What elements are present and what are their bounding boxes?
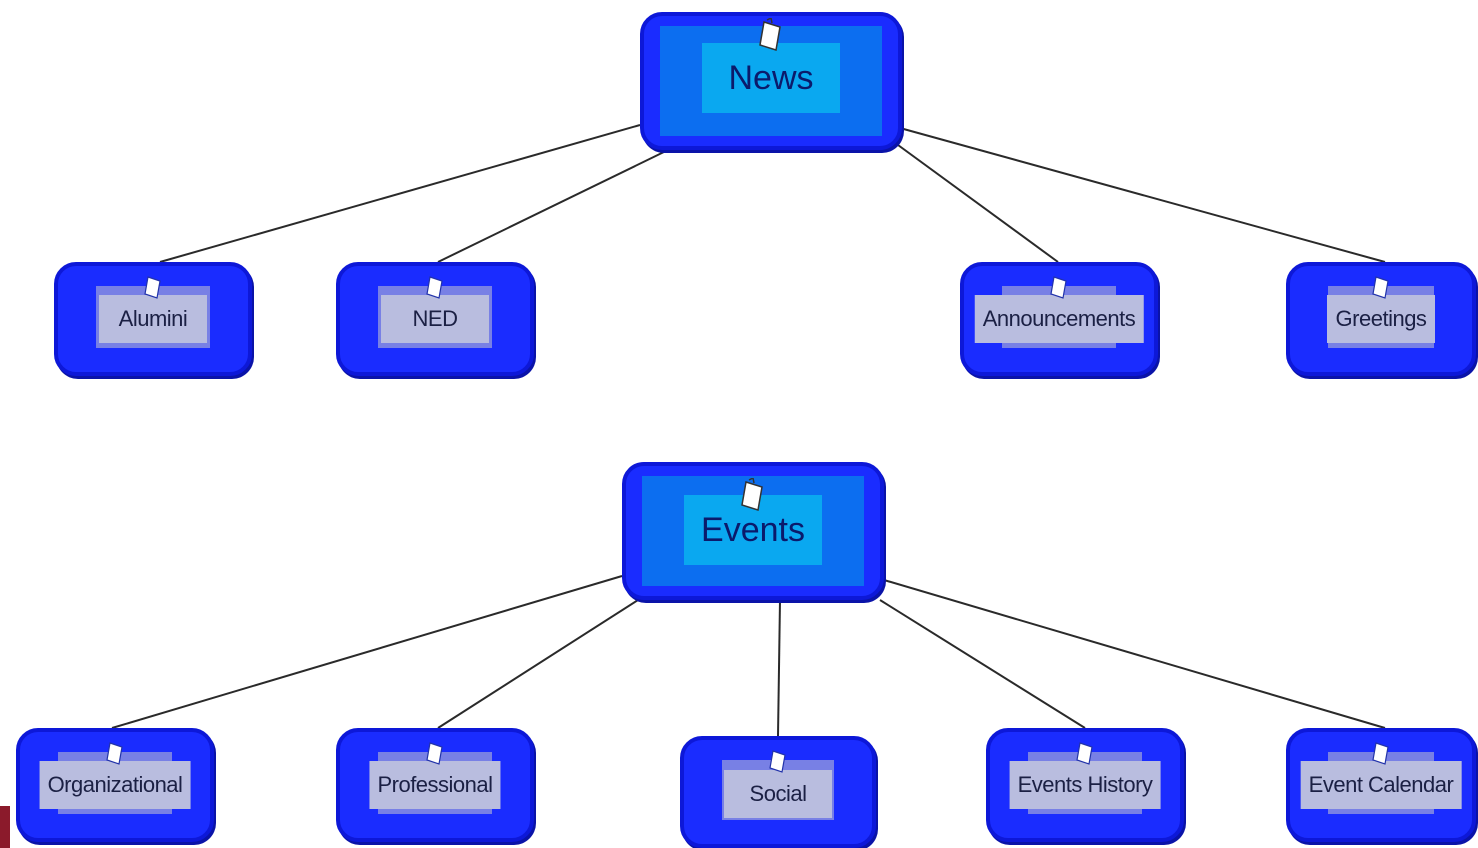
connector-news-announcements — [897, 144, 1059, 263]
events-root-node[interactable]: Events — [622, 462, 884, 600]
news-root-label-box: News — [702, 43, 840, 113]
child-label-box: Announcements — [974, 295, 1144, 343]
connector-events-professional — [437, 599, 639, 729]
page-icon — [1372, 276, 1389, 299]
child-label-box: Greetings — [1327, 295, 1435, 343]
child-label: Social — [749, 781, 807, 806]
child-label: Announcements — [982, 306, 1136, 331]
page-icon — [1372, 742, 1389, 765]
connector-events-organizational — [111, 575, 623, 729]
child-label-box: Event Calendar — [1300, 761, 1462, 809]
corner-accent — [0, 806, 10, 848]
page-icon — [741, 478, 763, 511]
page-icon — [759, 18, 781, 51]
news-child-alumini[interactable]: Alumini — [54, 262, 252, 376]
child-label: NED — [412, 306, 458, 331]
events-child-social[interactable]: Social — [680, 736, 876, 848]
child-label-box: Organizational — [39, 761, 191, 809]
connector-events-history — [879, 599, 1086, 729]
child-label-box: Social — [724, 770, 832, 818]
child-label: Organizational — [47, 772, 183, 797]
events-root-label: Events — [701, 510, 805, 549]
page-icon — [144, 276, 161, 299]
events-child-organizational[interactable]: Organizational — [16, 728, 214, 842]
child-label: Alumini — [118, 306, 188, 331]
child-label-box: Events History — [1009, 761, 1161, 809]
child-label: Events History — [1017, 772, 1153, 797]
child-label-box: Alumini — [99, 295, 207, 343]
page-icon — [1050, 276, 1067, 299]
events-child-professional[interactable]: Professional — [336, 728, 534, 842]
connector-news-ned — [437, 149, 669, 263]
child-label-box: NED — [381, 295, 489, 343]
page-icon — [426, 742, 443, 765]
events-child-events-history[interactable]: Events History — [986, 728, 1184, 842]
page-icon — [426, 276, 443, 299]
events-child-event-calendar[interactable]: Event Calendar — [1286, 728, 1476, 842]
page-icon — [769, 750, 786, 773]
child-label: Greetings — [1335, 306, 1427, 331]
connector-news-greetings — [899, 127, 1386, 263]
news-child-greetings[interactable]: Greetings — [1286, 262, 1476, 376]
page-icon — [1076, 742, 1093, 765]
news-root-label: News — [728, 58, 814, 97]
page-icon — [106, 742, 123, 765]
child-label: Event Calendar — [1308, 772, 1454, 797]
connector-events-social — [777, 599, 781, 737]
news-child-announcements[interactable]: Announcements — [960, 262, 1158, 376]
connector-events-calendar — [883, 579, 1386, 729]
news-root-node[interactable]: News — [640, 12, 902, 150]
connector-news-alumini — [159, 124, 641, 263]
child-label: Professional — [377, 772, 493, 797]
news-child-ned[interactable]: NED — [336, 262, 534, 376]
child-label-box: Professional — [369, 761, 501, 809]
